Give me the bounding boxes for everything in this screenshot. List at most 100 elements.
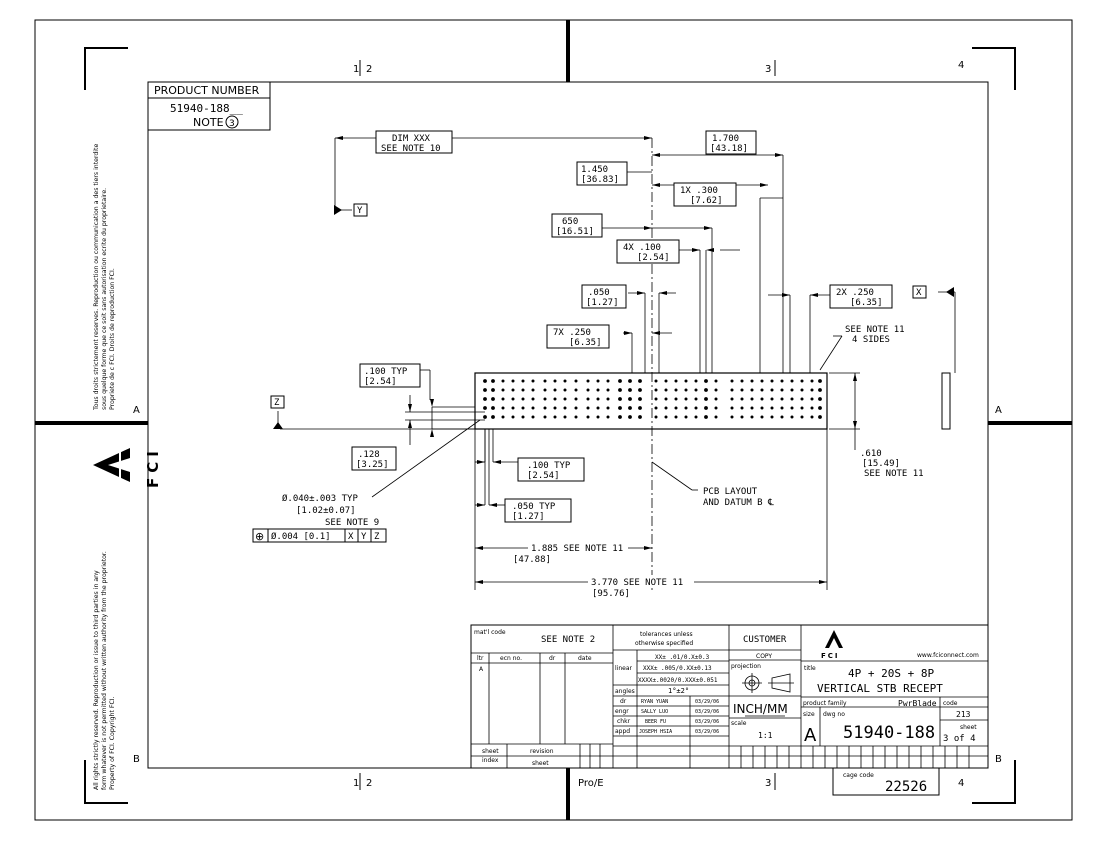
side-text-top-3: Propriete de c FCI. Droits de reproducti…	[109, 268, 116, 410]
pin-hole	[654, 379, 658, 383]
pin-hole	[483, 388, 487, 392]
pin-hole	[618, 388, 622, 392]
pin-hole	[563, 388, 567, 392]
pin-hole	[664, 397, 668, 401]
pin-hole	[770, 406, 774, 410]
dim-1450: 1.450 [36.83]	[576, 161, 628, 186]
tb-role-dr: dr	[620, 698, 627, 705]
datum-x: X	[912, 285, 927, 299]
pin-hole	[521, 379, 525, 383]
pin-hole	[483, 406, 487, 410]
pin-hole	[694, 415, 698, 419]
dim-1450-l2: [36.83]	[581, 175, 619, 185]
pin-hole	[491, 388, 495, 392]
dim-650-l2: [16.51]	[556, 227, 594, 237]
pin-hole	[543, 397, 547, 401]
dim-2x250-l1: 2X .250	[836, 288, 874, 298]
pin-hole	[521, 397, 525, 401]
pin-hole	[730, 406, 734, 410]
pin-hole	[511, 406, 515, 410]
projection-symbol-icon	[742, 673, 794, 693]
pin-hole	[770, 415, 774, 419]
pin-hole	[596, 415, 600, 419]
dim-see-note-11-l1: SEE NOTE 11	[845, 325, 905, 335]
pin-hole	[606, 397, 610, 401]
dim-hole: Ø.040±.003 TYP [1.02±0.07] SEE NOTE 9	[282, 493, 379, 528]
zone-separators	[359, 60, 776, 790]
dim-100-typ-b: .100 TYP [2.54]	[517, 457, 585, 482]
pin-hole	[800, 415, 804, 419]
pin-hole	[818, 415, 822, 419]
fcf-datum-y: Y	[361, 532, 367, 542]
tb-sheet-num-lbl: sheet	[960, 724, 977, 731]
pin-hole	[531, 388, 535, 392]
pin-hole	[760, 415, 764, 419]
pin-hole	[501, 406, 505, 410]
pin-hole	[511, 415, 515, 419]
dim-100-typ-b-l2: [2.54]	[527, 471, 560, 481]
product-number-note-number: 3	[229, 119, 235, 129]
pin-hole	[574, 388, 578, 392]
dim-650: 650 [16.51]	[551, 213, 603, 238]
title-block: mat'l code SEE NOTE 2 ltr ecn no. dr dat…	[470, 624, 989, 769]
datum-y: Y	[353, 203, 368, 217]
pin-hole	[483, 397, 487, 401]
pin-hole	[704, 406, 708, 410]
fcf-tolerance: Ø.004 [0.1]	[271, 531, 331, 542]
dim-3770-l2: [95.76]	[592, 589, 630, 599]
zone-left-b: B	[133, 754, 140, 765]
pin-hole	[730, 397, 734, 401]
dim-050-l2: [1.27]	[586, 298, 619, 308]
pin-hole	[491, 415, 495, 419]
pin-hole	[563, 397, 567, 401]
pin-hole	[818, 406, 822, 410]
pin-hole	[606, 388, 610, 392]
dim-pcb-layout-l1: PCB LAYOUT	[703, 487, 758, 497]
pin-hole	[694, 397, 698, 401]
zone-right-b: B	[995, 754, 1002, 765]
pin-hole	[638, 379, 642, 383]
connector-outline	[474, 372, 828, 430]
side-text-bottom-2: form whatever is not permitted without w…	[101, 551, 108, 790]
side-text-top-2: sous quelque forme que ce soit sans auto…	[101, 188, 108, 410]
pin-hole	[654, 406, 658, 410]
dim-610-l2: [15.49]	[862, 459, 900, 469]
pin-hole	[606, 406, 610, 410]
dim-2x250: 2X .250 [6.35]	[829, 284, 893, 309]
zone-bottom-3: 3	[765, 778, 771, 789]
dim-1x300-l1: 1X .300	[680, 186, 718, 196]
tb-inch-mm: INCH/MM	[733, 702, 788, 716]
pin-hole	[770, 379, 774, 383]
pin-hole	[654, 397, 658, 401]
side-view-outline	[941, 372, 951, 430]
tb-product-family-lbl: product family	[803, 700, 847, 707]
pin-hole	[586, 397, 590, 401]
pin-hole	[750, 379, 754, 383]
pin-hole	[664, 379, 668, 383]
dim-610-l3: SEE NOTE 11	[864, 469, 924, 479]
tb-dwg-no-lbl: dwg no	[823, 711, 845, 718]
pin-hole	[628, 397, 632, 401]
pin-hole	[740, 406, 744, 410]
pin-hole	[684, 415, 688, 419]
pin-hole	[704, 397, 708, 401]
pin-hole	[750, 406, 754, 410]
pin-hole	[553, 388, 557, 392]
pin-hole-grid	[483, 379, 822, 419]
product-number-value: 51940-188__	[170, 102, 243, 115]
dim-hole-l2: [1.02±0.07]	[296, 506, 356, 516]
datum-z: Z	[270, 395, 285, 409]
datum-x-label: X	[916, 288, 922, 298]
dim-650-l1: 650	[562, 217, 578, 227]
tb-title-line1: 4P + 20S + 8P	[848, 667, 934, 680]
dim-050-typ-l1: .050 TYP	[512, 502, 556, 512]
tb-projection: projection	[731, 663, 761, 670]
pin-hole	[521, 388, 525, 392]
pin-hole	[501, 379, 505, 383]
side-text-french: Tous droits strictement reserves. Reprod…	[93, 144, 162, 790]
zone-bottom-4: 4	[958, 778, 964, 789]
pin-hole	[638, 406, 642, 410]
pin-hole	[704, 415, 708, 419]
pin-hole	[780, 397, 784, 401]
